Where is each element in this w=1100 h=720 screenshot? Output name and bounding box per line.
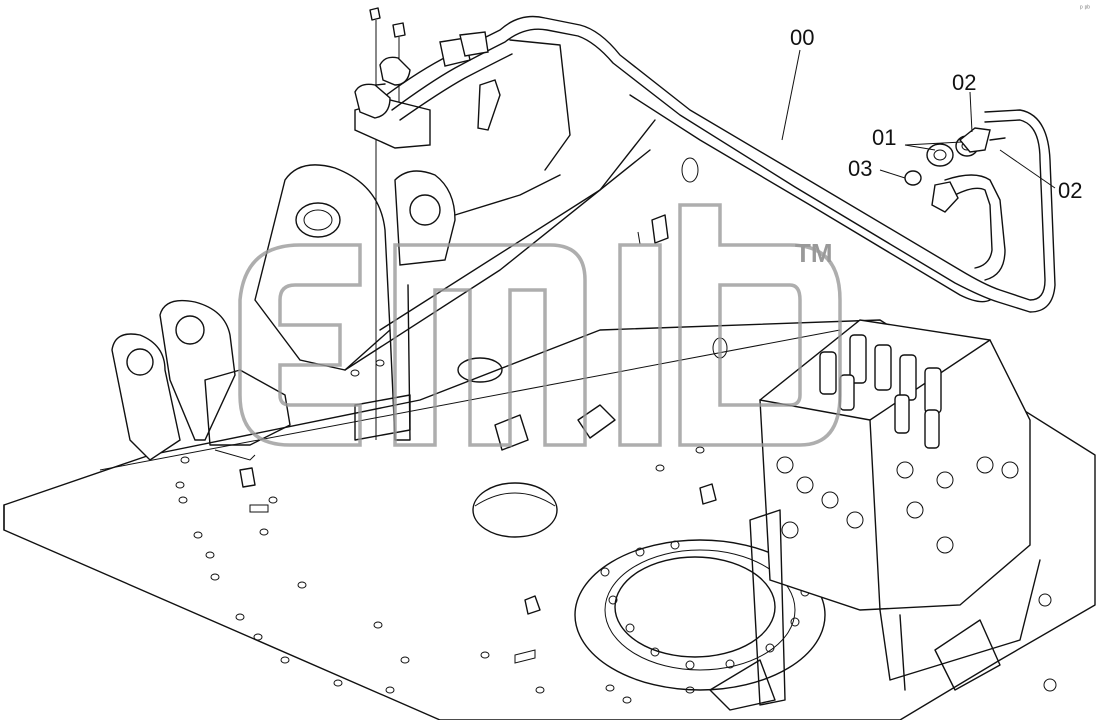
swing-bearing <box>574 539 826 691</box>
control-valve <box>709 319 1057 711</box>
plate-holes <box>175 231 705 704</box>
watermark: TM <box>238 203 842 447</box>
hose-assembly <box>354 15 1056 313</box>
callout-oring-03: 03 <box>848 156 872 181</box>
boom-brackets <box>111 299 291 461</box>
center-hole <box>457 157 728 538</box>
callout-fitting-02-right: 02 <box>1058 178 1082 203</box>
leader-lines <box>781 49 1056 189</box>
callout-fitting-02-top: 02 <box>952 70 976 95</box>
callout-fitting-01: 01 <box>872 125 896 150</box>
boom-tower <box>254 39 656 441</box>
fittings <box>904 127 1006 213</box>
callout-hose-assembly: 00 <box>790 25 814 50</box>
trademark-text: TM <box>795 238 833 268</box>
corner-mark: ᵖ ᵖᵇ <box>1080 5 1090 12</box>
